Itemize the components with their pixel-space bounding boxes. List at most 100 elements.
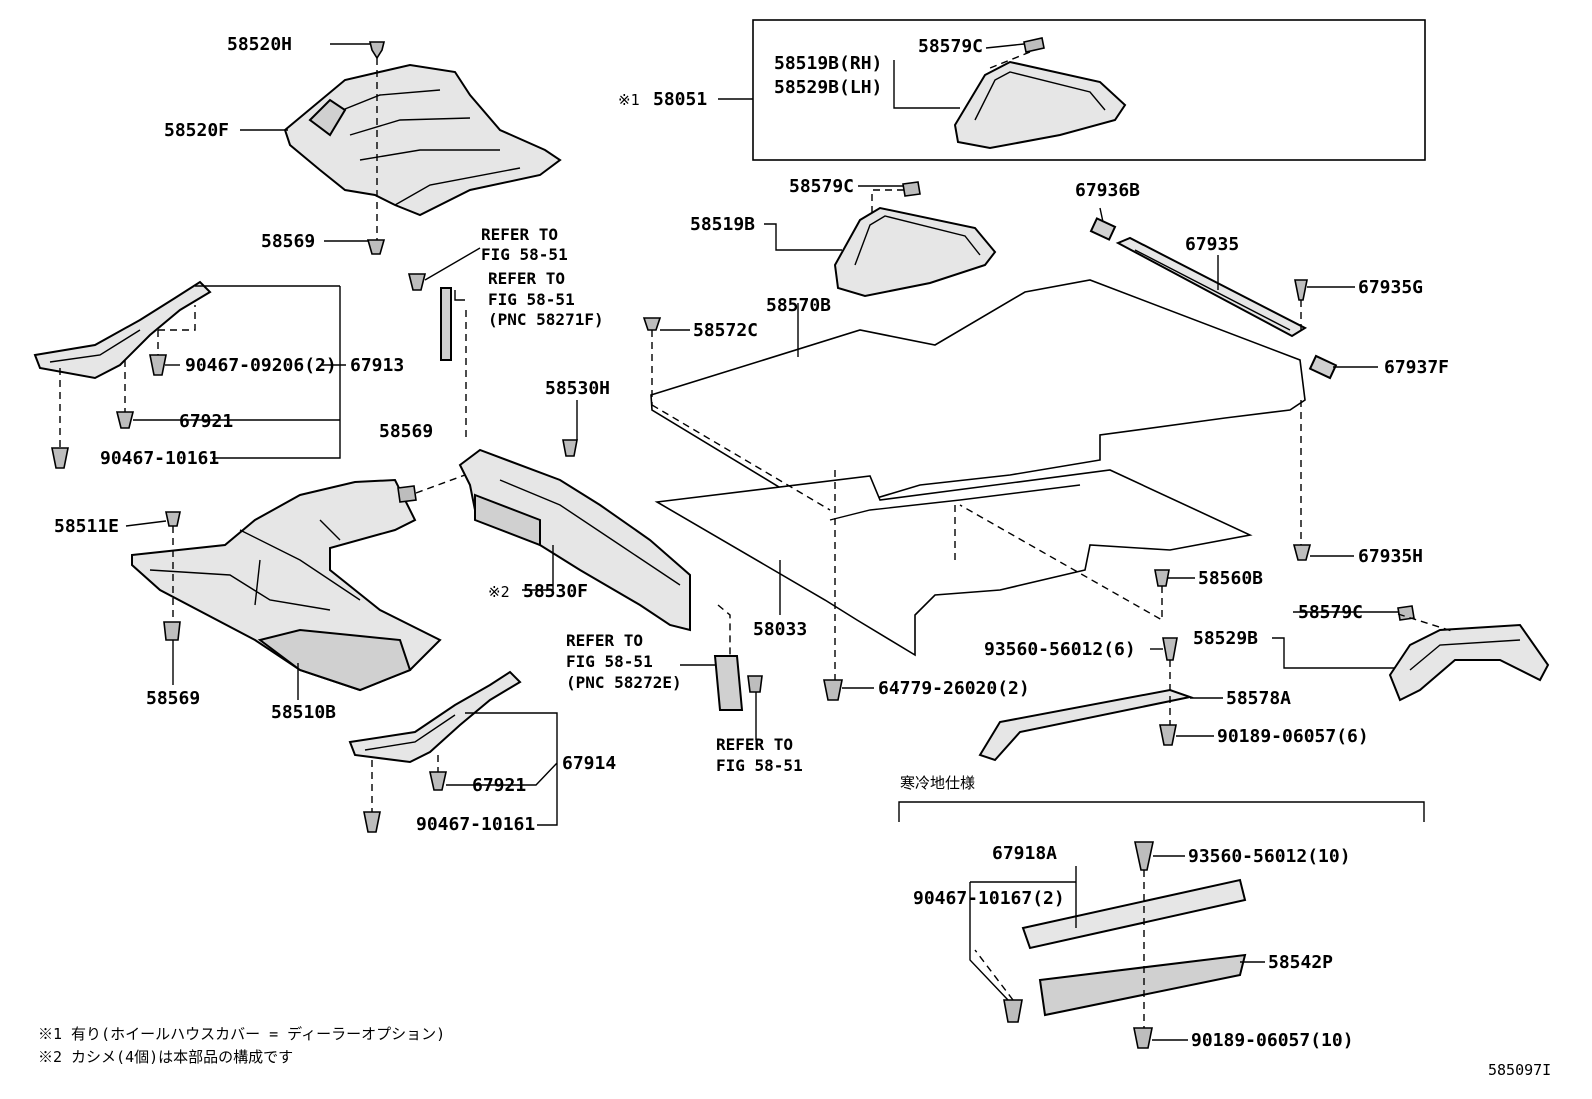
assembly-dashed-lines bbox=[59, 51, 1456, 1028]
wheelhouse-cover-58529B-drawing bbox=[1388, 623, 1550, 702]
label-64779-26020: 64779-26020(2) bbox=[878, 678, 1030, 699]
refer1-line2: FIG 58-51 bbox=[481, 245, 568, 264]
clip-67935H-icon bbox=[1292, 544, 1312, 561]
scuff-plate-67914-drawing bbox=[348, 670, 522, 764]
pad-67937F-drawing bbox=[1308, 354, 1338, 380]
clip-90467-10161b-icon bbox=[363, 811, 381, 833]
label-67914: 67914 bbox=[562, 753, 616, 774]
label-67935H: 67935H bbox=[1358, 546, 1423, 567]
cold-spec-bracket bbox=[898, 801, 1425, 822]
label-58569-low: 58569 bbox=[146, 688, 200, 709]
label-93560-56012-10: 93560-56012(10) bbox=[1188, 846, 1351, 867]
label-58570B: 58570B bbox=[766, 295, 831, 316]
clip-90467-10161a-icon bbox=[51, 447, 69, 469]
label-90189-06057-6: 90189-06057(6) bbox=[1217, 726, 1369, 747]
label-58579C-mid: 58579C bbox=[789, 176, 854, 197]
label-58051: 58051 bbox=[653, 89, 707, 110]
label-67921-upper: 67921 bbox=[179, 411, 233, 432]
clip-58579Ca-icon bbox=[1023, 37, 1045, 53]
label-90467-10167: 90467-10167(2) bbox=[913, 888, 1065, 909]
label-58530F: 58530F bbox=[523, 581, 588, 602]
label-58529B-LH: 58529B(LH) bbox=[774, 77, 882, 98]
tunnel-58530F-drawing bbox=[458, 448, 691, 632]
label-58519B-RH: 58519B(RH) bbox=[774, 53, 882, 74]
clip-67921a-icon bbox=[115, 411, 135, 429]
cold-spec-label: 寒冷地仕様 bbox=[900, 774, 975, 792]
insulator-58542P-drawing bbox=[1038, 953, 1247, 1017]
clip-58579Cb-icon bbox=[902, 181, 921, 197]
label-58033: 58033 bbox=[753, 619, 807, 640]
screw-67935G-icon bbox=[1294, 279, 1308, 301]
clip-90189-06057-10-icon bbox=[1133, 1027, 1153, 1049]
bracket-58272E-drawing bbox=[713, 655, 744, 711]
refer4-line2: FIG 58-51 bbox=[716, 756, 803, 775]
label-58520F: 58520F bbox=[164, 120, 229, 141]
footnote-2: ※2 カシメ(4個)は本部品の構成です bbox=[38, 1048, 293, 1066]
plate-67918A-drawing bbox=[1021, 878, 1247, 950]
label-90467-09206: 90467-09206(2) bbox=[185, 355, 337, 376]
bracket-58271F-drawing bbox=[440, 287, 452, 361]
footnote-1: ※1 有り(ホイールハウスカバー = ディーラーオプション) bbox=[38, 1025, 445, 1043]
refer2-line3: (PNC 58271F) bbox=[488, 310, 604, 329]
refer2-line2: FIG 58-51 bbox=[488, 290, 575, 309]
label-58511E: 58511E bbox=[54, 516, 119, 537]
clip-67921b-icon bbox=[429, 771, 447, 791]
floor-mat-58033-drawing bbox=[654, 469, 1253, 657]
label-58510B: 58510B bbox=[271, 702, 336, 723]
clip-58579Cc-icon bbox=[1397, 605, 1415, 621]
refer-to-labels: REFER TO FIG 58-51 REFER TO FIG 58-51 (P… bbox=[481, 225, 803, 775]
carpet-58510B-drawing bbox=[131, 478, 442, 692]
clip-64779-26020-icon bbox=[823, 679, 843, 701]
clip-58511E-icon bbox=[165, 511, 181, 527]
label-67921-lower: 67921 bbox=[472, 775, 526, 796]
label-58579C-right: 58579C bbox=[1298, 602, 1363, 623]
clip-58520H-icon bbox=[368, 41, 386, 60]
label-67935G: 67935G bbox=[1358, 277, 1423, 298]
refer2-line1: REFER TO bbox=[488, 269, 565, 288]
label-58542P: 58542P bbox=[1268, 952, 1333, 973]
label-58569-mid: 58569 bbox=[379, 421, 433, 442]
label-90189-06057-10: 90189-06057(10) bbox=[1191, 1030, 1354, 1051]
refer3-line2: FIG 58-51 bbox=[566, 652, 653, 671]
refer3-line1: REFER TO bbox=[566, 631, 643, 650]
label-58569-top: 58569 bbox=[261, 231, 315, 252]
label-58530F-mark: ※2 bbox=[488, 583, 510, 601]
screw-93560-56012-6-icon bbox=[1162, 637, 1178, 661]
clip-refer-fig4-icon bbox=[747, 675, 763, 693]
clip-90467-10167-icon bbox=[1003, 999, 1023, 1023]
label-58520H: 58520H bbox=[227, 34, 292, 55]
screw-93560-56012-10-icon bbox=[1134, 841, 1154, 871]
label-93560-56012-6: 93560-56012(6) bbox=[984, 639, 1136, 660]
clip-58569a-icon bbox=[366, 239, 386, 255]
clip-90467-09206-icon bbox=[149, 354, 167, 376]
wheelhouse-cover-58519B-drawing bbox=[833, 206, 997, 298]
wheelhouse-cover-box bbox=[752, 19, 1426, 161]
rail-67935-drawing bbox=[1115, 236, 1308, 338]
label-58529B: 58529B bbox=[1193, 628, 1258, 649]
refer3-line3: (PNC 58272E) bbox=[566, 673, 682, 692]
label-90467-10161-upper: 90467-10161 bbox=[100, 448, 219, 469]
scuff-plate-67913-drawing bbox=[33, 280, 212, 380]
pad-67936B-drawing bbox=[1089, 217, 1117, 241]
clip-58572C-icon bbox=[642, 317, 662, 331]
label-58051-mark: ※1 bbox=[618, 91, 640, 109]
clip-58560B-icon bbox=[1154, 569, 1170, 587]
carpet-58520F-drawing bbox=[283, 63, 562, 217]
label-67936B: 67936B bbox=[1075, 180, 1140, 201]
label-58578A: 58578A bbox=[1226, 688, 1291, 709]
deck-board-58570B-drawing bbox=[650, 279, 1306, 519]
clip-58569c-icon bbox=[163, 621, 181, 641]
bracket-58578A-drawing bbox=[978, 688, 1194, 762]
label-67918A: 67918A bbox=[992, 843, 1057, 864]
leader-lines bbox=[125, 43, 1398, 1041]
label-58579C-box: 58579C bbox=[918, 36, 983, 57]
refer1-line1: REFER TO bbox=[481, 225, 558, 244]
label-90467-10161-lower: 90467-10161 bbox=[416, 814, 535, 835]
clip-refer-fig1-icon bbox=[407, 273, 427, 291]
label-67937F: 67937F bbox=[1384, 357, 1449, 378]
label-58519B: 58519B bbox=[690, 214, 755, 235]
wheelhouse-cover-58051-drawing bbox=[953, 60, 1127, 150]
figure-id: 585097I bbox=[1488, 1061, 1551, 1079]
label-58572C: 58572C bbox=[693, 320, 758, 341]
